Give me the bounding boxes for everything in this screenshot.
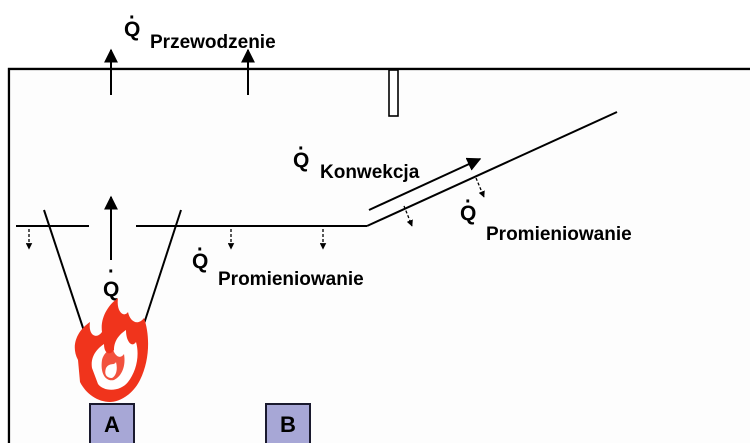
fire-q-label: · Q	[103, 261, 119, 301]
flame-icon	[74, 298, 149, 402]
inclined-ceiling-upper	[368, 157, 482, 211]
convection-label: · Q Konwekcja	[293, 138, 420, 183]
q-symbol-radiation-ceiling: Q	[192, 250, 208, 273]
svg-text:·: ·	[129, 7, 136, 29]
svg-text:·: ·	[197, 239, 204, 261]
plume-line-right	[139, 209, 182, 337]
q-symbol-fire: Q	[103, 278, 119, 301]
radiation-ceiling-label: · Q Promieniowanie	[192, 239, 364, 290]
radiation-ceiling-text: Promieniowanie	[218, 269, 364, 290]
radiation-arrow-5	[475, 177, 485, 198]
conduction-text: Przewodzenie	[150, 32, 276, 53]
radiation-inclined-text: Promieniowanie	[486, 224, 632, 245]
object-a: A	[89, 403, 135, 443]
inclined-ceiling-lower	[366, 111, 618, 227]
object-a-label: A	[104, 412, 120, 437]
q-symbol-conduction: Q	[124, 18, 140, 41]
radiation-inclined-label: · Q Promieniowanie	[460, 191, 632, 245]
object-b: B	[265, 403, 311, 443]
svg-text:·: ·	[108, 261, 115, 283]
radiation-arrow-4	[403, 205, 413, 227]
convection-text: Konwekcja	[320, 162, 420, 183]
svg-text:·: ·	[298, 138, 305, 160]
object-b-label: B	[280, 412, 296, 437]
q-symbol-radiation-inclined: Q	[460, 202, 476, 225]
plume-line-left	[43, 209, 88, 341]
q-symbol-convection: Q	[293, 149, 309, 172]
svg-text:·: ·	[465, 191, 472, 213]
conduction-label: · Q Przewodzenie	[124, 7, 276, 53]
ceiling-vent	[388, 69, 399, 117]
